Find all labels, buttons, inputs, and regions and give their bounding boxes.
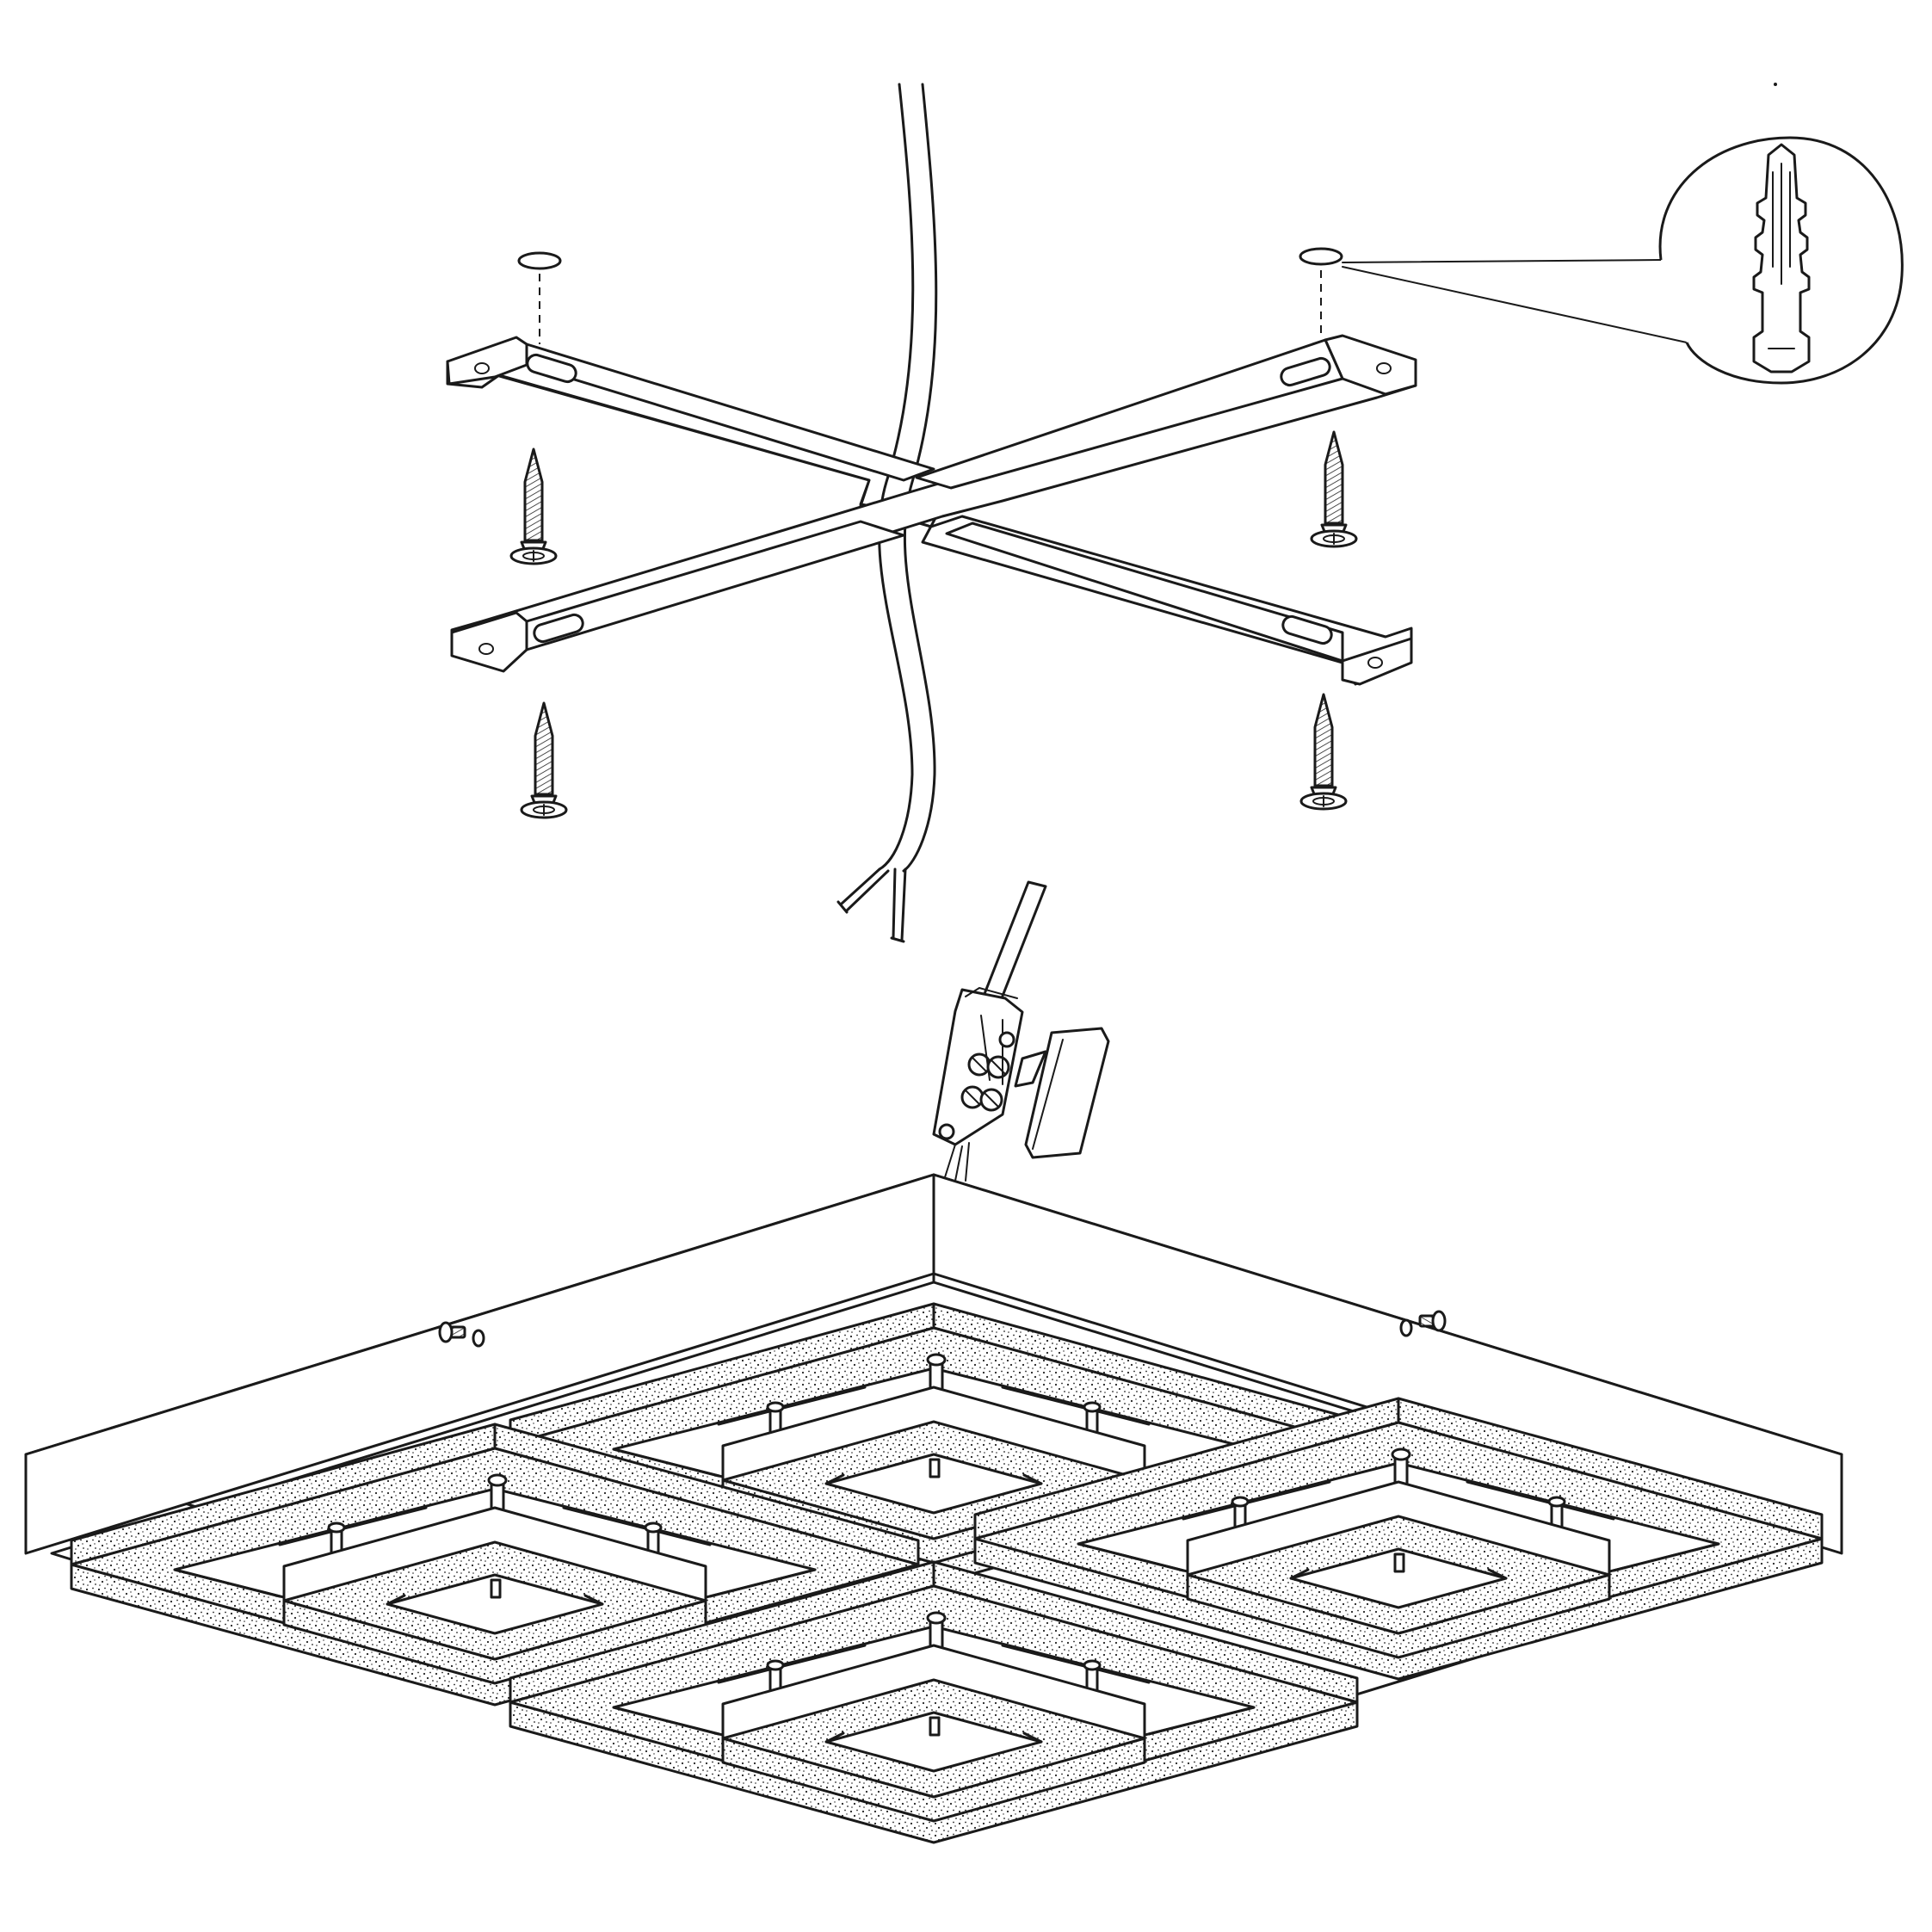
small-screw-icon bbox=[438, 1310, 1447, 1348]
terminal-block bbox=[932, 880, 1047, 1182]
driver-box-icon bbox=[1024, 1027, 1110, 1159]
drill-holes bbox=[517, 247, 1343, 344]
magnified-detail-icon bbox=[1342, 83, 1904, 385]
mains-cable bbox=[836, 83, 938, 943]
mounting-bracket bbox=[446, 334, 1417, 686]
wall-plug-icon bbox=[1752, 143, 1811, 373]
